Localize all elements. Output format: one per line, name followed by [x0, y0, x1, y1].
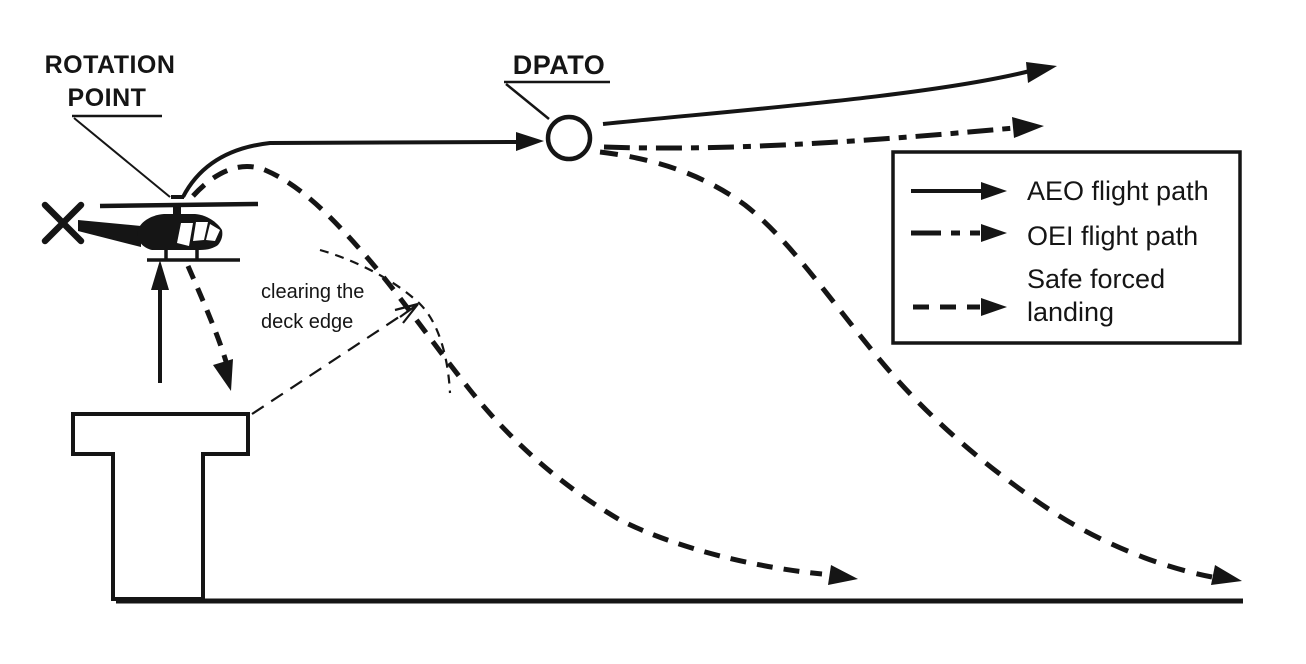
main-rotor-blade: [99, 201, 259, 209]
cabin-window: [193, 222, 208, 241]
aeo-flight-path: [181, 62, 1057, 198]
legend-label-sfl-line2: landing: [1027, 297, 1114, 327]
clearing-text-line1: clearing the: [261, 281, 364, 303]
arrowhead-icon: [828, 565, 858, 585]
clearing-text-line2: deck edge: [261, 311, 353, 333]
safe-forced-landing-path-from-dpato: [599, 149, 1242, 585]
sfl-deck-path: [185, 265, 230, 366]
safe-forced-landing-path-to-deck: [185, 265, 233, 391]
aeo-path-segment-1: [181, 140, 519, 198]
helideck-platform: [71, 412, 250, 601]
helicopter-icon: [41, 195, 259, 262]
sfl-rotation-path: [191, 164, 823, 577]
rotation-point-text-line2: POINT: [68, 84, 147, 112]
dpato-label: DPATO: [504, 50, 610, 120]
rotor-hub: [171, 195, 184, 199]
cabin-window: [177, 223, 193, 246]
clearing-deck-edge-label: clearing the deck edge: [261, 281, 364, 333]
aeo-path-segment-2: [602, 69, 1031, 126]
leader-line: [251, 314, 403, 415]
label-leader-line: [73, 117, 171, 198]
arrowhead-icon: [213, 359, 233, 391]
oei-path: [603, 125, 1015, 151]
rotor-mast: [173, 206, 181, 217]
deck-edge-clearance-path: [319, 248, 452, 394]
safe-forced-landing-path-from-rotation-point: [191, 164, 858, 585]
sfl-dpato-path: [599, 149, 1213, 580]
oei-flight-path: [603, 117, 1044, 151]
legend-item-safe-forced-landing: Safe forced landing: [913, 264, 1165, 327]
nose-window: [206, 224, 220, 241]
arrowhead-icon: [1211, 565, 1242, 585]
legend-item-aeo: AEO flight path: [911, 176, 1209, 206]
arrowhead-icon: [981, 182, 1007, 200]
deck-edge-leader: [251, 302, 419, 415]
dpato-text: DPATO: [513, 50, 606, 80]
arrowhead-icon: [516, 132, 544, 151]
takeoff-climb-arrow: [151, 260, 169, 383]
legend-label-aeo: AEO flight path: [1027, 176, 1209, 206]
arrowhead-icon: [1012, 117, 1044, 138]
tail-boom: [78, 220, 141, 247]
tail-rotor-icon: [41, 201, 85, 245]
rotation-point-label: ROTATION POINT: [45, 51, 176, 198]
skid-struts: [164, 250, 199, 259]
legend-label-oei: OEI flight path: [1027, 221, 1198, 251]
label-leader-line: [505, 83, 550, 120]
legend-box: [891, 150, 1242, 345]
arrowhead-icon: [151, 260, 169, 290]
arrowhead-icon: [1026, 62, 1057, 83]
legend-label-sfl-line1: Safe forced: [1027, 264, 1165, 294]
open-arrowhead-icon: [394, 302, 419, 324]
dpato-marker: [545, 114, 593, 162]
arrowhead-icon: [981, 224, 1007, 242]
rotation-point-text-line1: ROTATION: [45, 51, 176, 79]
legend: AEO flight path OEI flight path Safe for…: [891, 150, 1242, 345]
legend-item-oei: OEI flight path: [911, 221, 1198, 251]
arrowhead-icon: [981, 298, 1007, 316]
